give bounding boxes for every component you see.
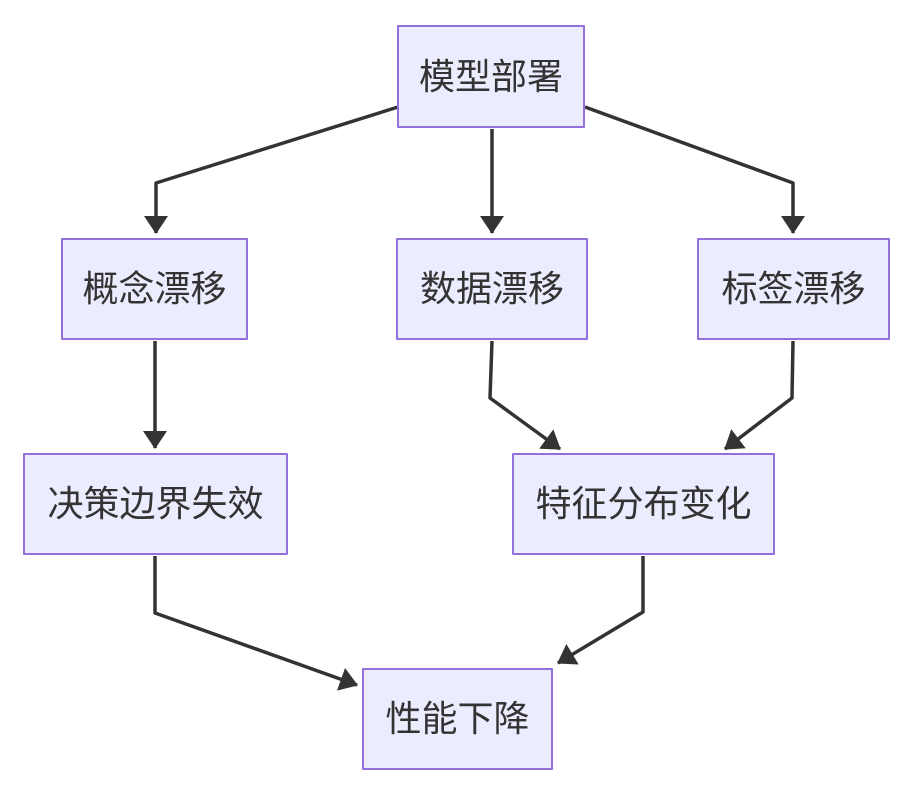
edge-label-drift-to-feature-distribution-change <box>723 340 795 451</box>
edge-model-deploy-to-concept-drift <box>144 105 399 234</box>
node-decision-boundary-failure-label: 决策边界失效 <box>47 483 264 524</box>
node-performance-degradation-label: 性能下降 <box>385 698 530 739</box>
edge-data-drift-to-feature-distribution-change <box>488 340 562 451</box>
edge-model-deploy-to-label-drift <box>584 105 805 234</box>
node-label-drift-label: 标签漂移 <box>721 268 866 309</box>
node-decision-boundary-failure: 决策边界失效 <box>23 453 288 555</box>
node-concept-drift-label: 概念漂移 <box>82 268 227 309</box>
node-performance-degradation: 性能下降 <box>362 668 553 770</box>
node-feature-distribution-change: 特征分布变化 <box>512 453 775 555</box>
edge-feature-distribution-change-to-performance-degradation <box>557 556 645 665</box>
node-model-deploy-label: 模型部署 <box>418 55 563 97</box>
node-model-deploy: 模型部署 <box>397 25 585 128</box>
node-label-drift: 标签漂移 <box>697 238 890 340</box>
node-data-drift: 数据漂移 <box>396 238 588 340</box>
node-concept-drift: 概念漂移 <box>61 238 248 340</box>
node-feature-distribution-change-label: 特征分布变化 <box>535 483 752 524</box>
node-data-drift-label: 数据漂移 <box>419 268 564 309</box>
edge-decision-boundary-failure-to-performance-degradation <box>153 556 358 691</box>
